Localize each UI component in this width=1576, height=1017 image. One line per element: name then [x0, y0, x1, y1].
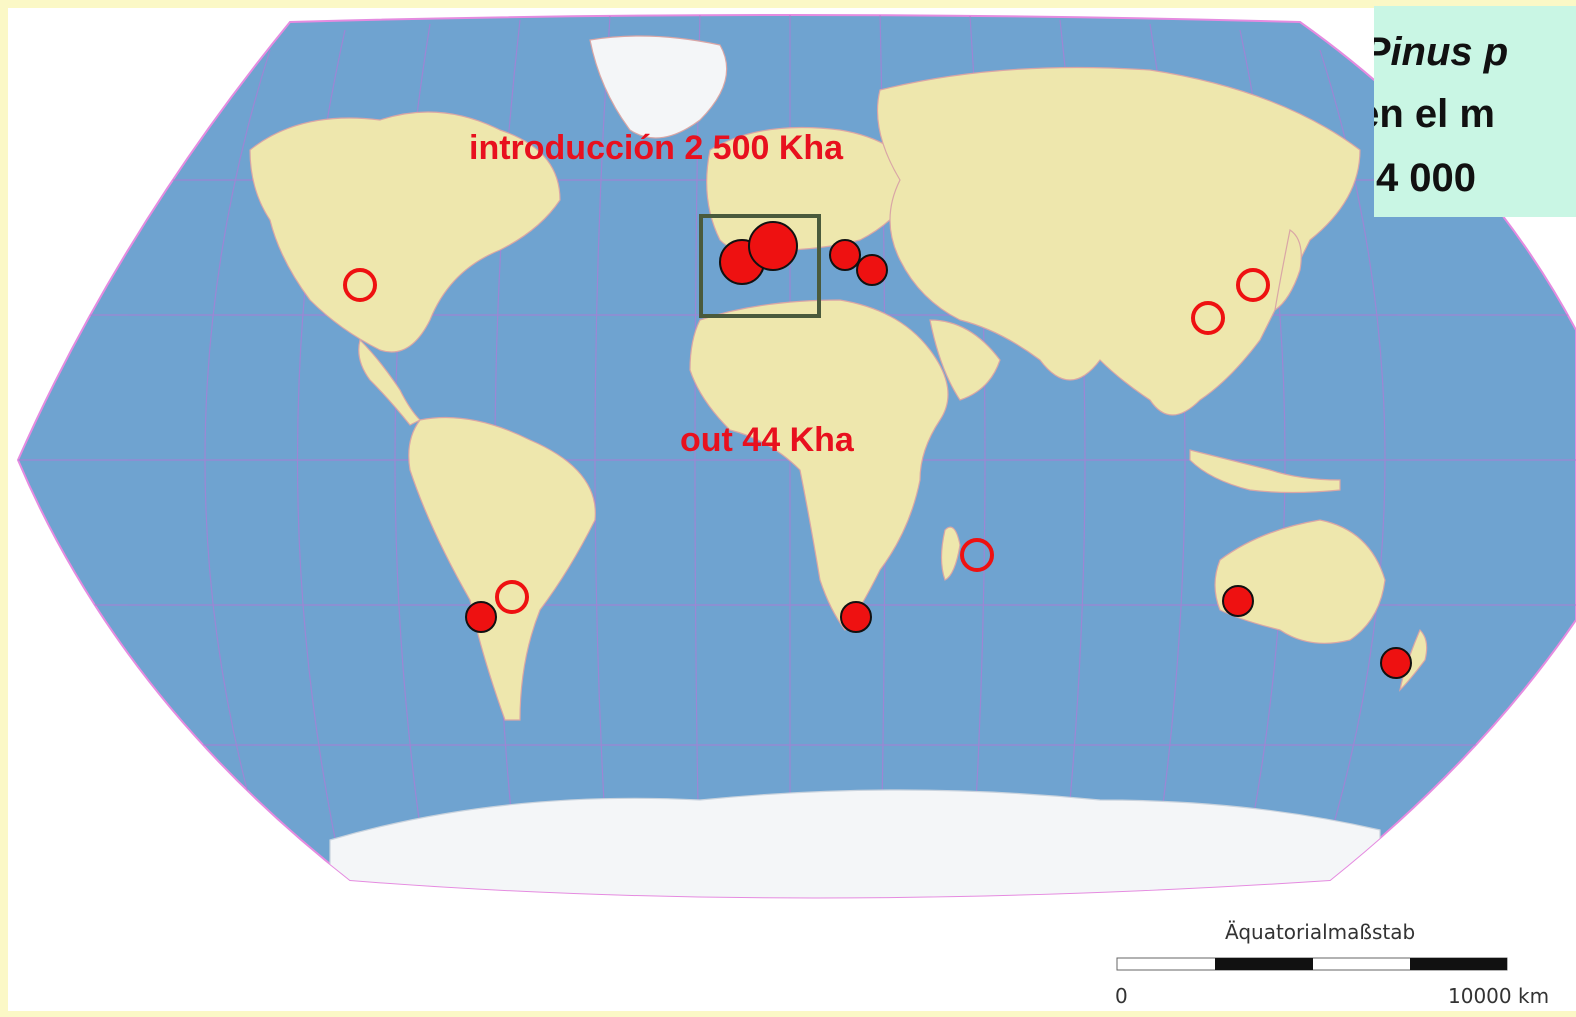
marker-argentina	[495, 580, 529, 614]
scale-bar	[1116, 957, 1508, 971]
title-line-3: 4 000	[1375, 156, 1477, 200]
land-australia	[1214, 519, 1386, 644]
out-label: out 44 Kha	[680, 421, 854, 459]
marker-greece	[856, 254, 888, 286]
mediterranean-highlight-box	[699, 214, 821, 318]
scale-bar-title: Äquatorialmaßstab	[1225, 920, 1416, 944]
marker-italy	[829, 239, 861, 271]
scale-bar-end: 10000 km	[1448, 984, 1550, 1008]
land-asia	[876, 66, 1361, 416]
land-north-america	[249, 111, 561, 353]
land-arabia	[929, 319, 1001, 401]
marker-australia	[1222, 585, 1254, 617]
title-box: Pinus p en el m 4 000	[1374, 6, 1576, 217]
land-indonesia	[1189, 449, 1341, 494]
marker-madagascar	[960, 538, 994, 572]
land-south-america	[408, 416, 596, 721]
marker-south-africa	[840, 601, 872, 633]
title-line-1: Pinus p	[1374, 30, 1576, 75]
marker-china	[1191, 301, 1225, 335]
land-africa	[689, 299, 949, 632]
introduction-label: introducción 2 500 Kha	[469, 129, 844, 167]
scale-bar-start: 0	[1115, 984, 1128, 1008]
land-europe	[706, 126, 921, 254]
title-line-2: en el m	[1374, 92, 1495, 136]
marker-korea	[1236, 268, 1270, 302]
land-greenland	[589, 35, 728, 139]
land-masses	[249, 35, 1428, 898]
marker-north-america	[343, 268, 377, 302]
land-antarctica	[329, 789, 1381, 898]
species-name: Pinus p	[1374, 30, 1509, 74]
marker-chile	[465, 601, 497, 633]
marker-new-zealand	[1380, 647, 1412, 679]
land-japan	[1274, 229, 1302, 312]
land-madagascar	[940, 526, 961, 581]
marker-spain-large-2	[748, 221, 798, 271]
markers	[343, 221, 1412, 679]
